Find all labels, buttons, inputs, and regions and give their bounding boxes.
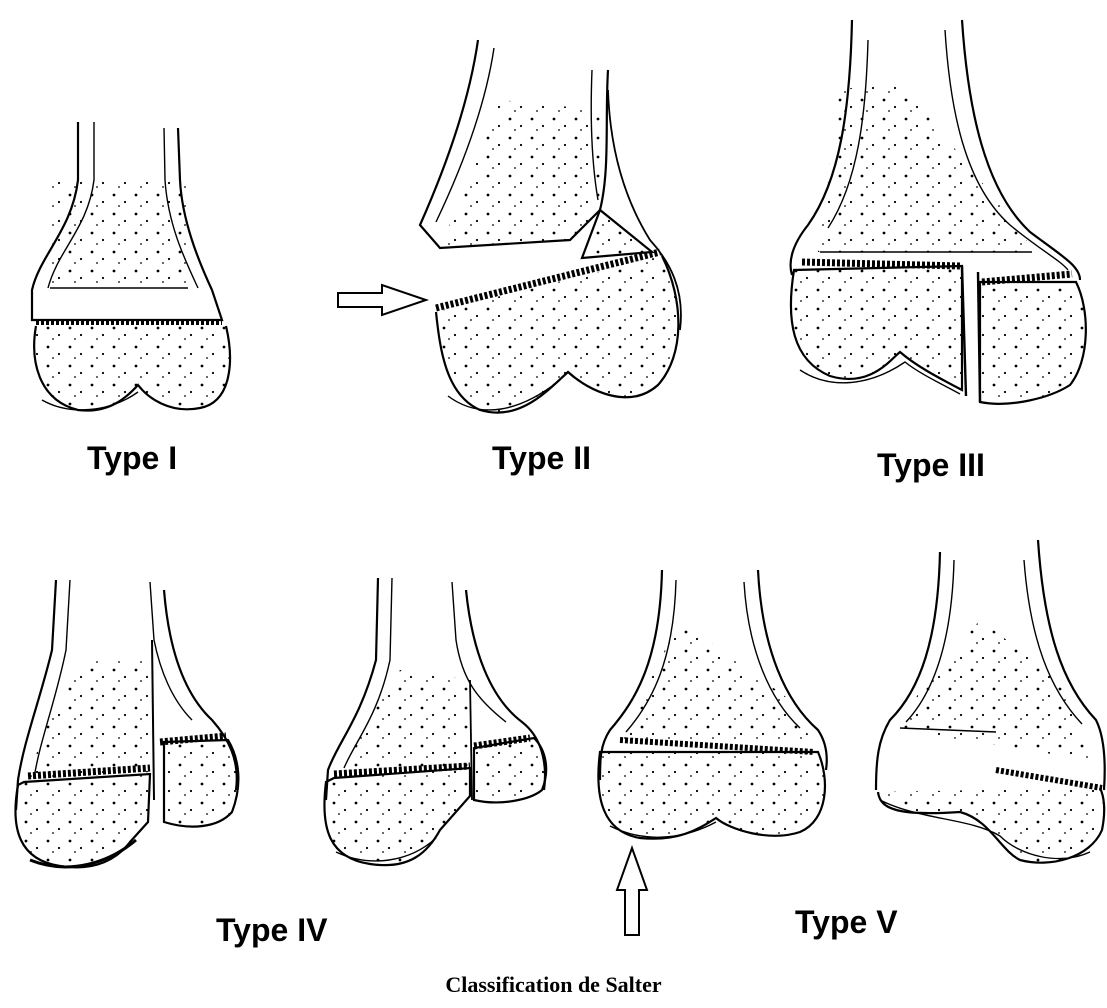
bone-type-4 xyxy=(15,580,238,867)
label-type-5: Type V xyxy=(795,904,898,941)
bone-type-1 xyxy=(32,122,230,411)
label-type-2: Type II xyxy=(492,440,591,477)
bone-type-2 xyxy=(420,40,681,413)
bone-type-5b xyxy=(876,540,1105,863)
bone-type-4b xyxy=(324,578,546,865)
label-type-4: Type IV xyxy=(216,912,327,949)
label-type-3: Type III xyxy=(877,447,985,484)
arrow-right-icon xyxy=(338,285,426,315)
bone-type-3 xyxy=(791,20,1086,404)
figure-caption: Classification de Salter xyxy=(0,972,1107,998)
label-type-1: Type I xyxy=(87,440,177,477)
bone-type-5a xyxy=(598,570,826,839)
arrow-up-icon xyxy=(617,848,647,935)
